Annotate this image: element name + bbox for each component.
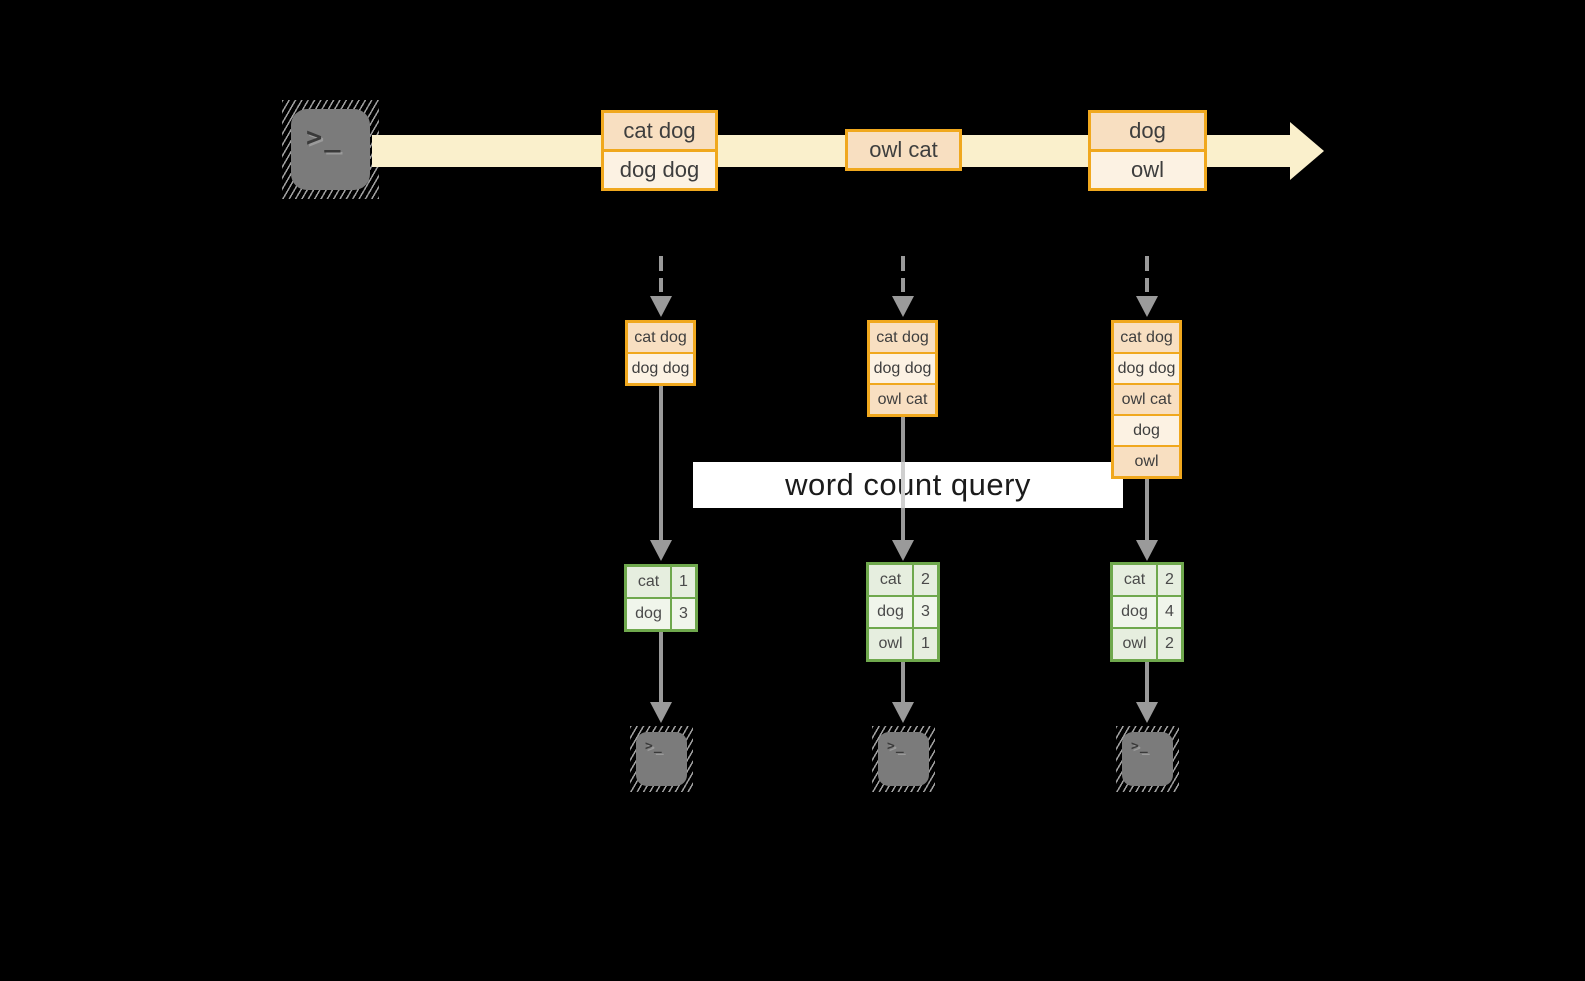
sink-arrowhead-icon	[650, 702, 672, 723]
sink-terminal-icon-2: >_	[872, 726, 935, 792]
word-cell: dog	[869, 597, 912, 627]
state-record: cat dog	[1114, 323, 1179, 352]
state-buffer-1: cat dog dog dog	[625, 320, 696, 386]
stream-record: owl	[1091, 149, 1204, 188]
word-cell: owl	[869, 629, 912, 659]
count-table-2: cat 2 dog 3 owl 1	[866, 562, 940, 662]
count-cell: 1	[672, 567, 695, 597]
sink-arrow-1	[659, 632, 663, 702]
ingest-arrowhead-icon	[1136, 296, 1158, 317]
sink-arrowhead-icon	[892, 702, 914, 723]
sink-terminal-icon-3: >_	[1116, 726, 1179, 792]
state-record: dog dog	[628, 352, 693, 383]
count-cell: 2	[1158, 629, 1181, 659]
state-buffer-3: cat dog dog dog owl cat dog owl	[1111, 320, 1182, 479]
ingest-arrowhead-icon	[650, 296, 672, 317]
sink-terminal-icon-1: >_	[630, 726, 693, 792]
terminal-prompt-icon: >_	[887, 739, 905, 754]
count-cell: 2	[914, 565, 937, 595]
count-table-1: cat 1 dog 3	[624, 564, 698, 632]
terminal-screen	[636, 732, 687, 786]
terminal-screen	[1122, 732, 1173, 786]
sink-arrow-2	[901, 662, 905, 702]
stream-record: owl cat	[848, 132, 959, 168]
terminal-screen	[878, 732, 929, 786]
state-record: dog dog	[870, 352, 935, 383]
count-cell: 4	[1158, 597, 1181, 627]
word-cell: cat	[1113, 565, 1156, 595]
state-record: dog dog	[1114, 352, 1179, 383]
stream-record: dog	[1091, 113, 1204, 149]
terminal-prompt-icon: >_	[645, 739, 663, 754]
ingest-arrow-2	[901, 256, 905, 292]
query-arrow-1	[659, 386, 663, 540]
terminal-prompt-icon: >_	[1131, 739, 1149, 754]
ingest-arrowhead-icon	[892, 296, 914, 317]
word-cell: owl	[1113, 629, 1156, 659]
stream-record: cat dog	[604, 113, 715, 149]
stream-arrowhead-icon	[1290, 122, 1324, 180]
query-arrowhead-icon	[892, 540, 914, 561]
state-record: cat dog	[870, 323, 935, 352]
ingest-arrow-1	[659, 256, 663, 292]
state-record: dog	[1114, 414, 1179, 445]
stream-batch-2: owl cat	[845, 129, 962, 171]
sink-arrow-3	[1145, 662, 1149, 702]
word-cell: cat	[627, 567, 670, 597]
state-record: cat dog	[628, 323, 693, 352]
count-cell: 1	[914, 629, 937, 659]
word-cell: cat	[869, 565, 912, 595]
query-arrowhead-icon	[1136, 540, 1158, 561]
sink-arrowhead-icon	[1136, 702, 1158, 723]
stream-batch-3: dog owl	[1088, 110, 1207, 191]
state-record: owl	[1114, 445, 1179, 476]
word-cell: dog	[627, 599, 670, 629]
stream-batch-1: cat dog dog dog	[601, 110, 718, 191]
state-record: owl cat	[1114, 383, 1179, 414]
terminal-screen	[291, 109, 370, 190]
count-cell: 3	[672, 599, 695, 629]
count-cell: 2	[1158, 565, 1181, 595]
state-record: owl cat	[870, 383, 935, 414]
query-label: word count query	[693, 462, 1123, 508]
arrow-through-label	[901, 462, 905, 508]
state-buffer-2: cat dog dog dog owl cat	[867, 320, 938, 417]
count-cell: 3	[914, 597, 937, 627]
source-terminal-icon: >_	[282, 100, 379, 199]
query-arrowhead-icon	[650, 540, 672, 561]
word-cell: dog	[1113, 597, 1156, 627]
terminal-prompt-icon: >_	[306, 122, 343, 153]
query-arrow-3	[1145, 479, 1149, 540]
count-table-3: cat 2 dog 4 owl 2	[1110, 562, 1184, 662]
stream-record: dog dog	[604, 149, 715, 188]
ingest-arrow-3	[1145, 256, 1149, 292]
